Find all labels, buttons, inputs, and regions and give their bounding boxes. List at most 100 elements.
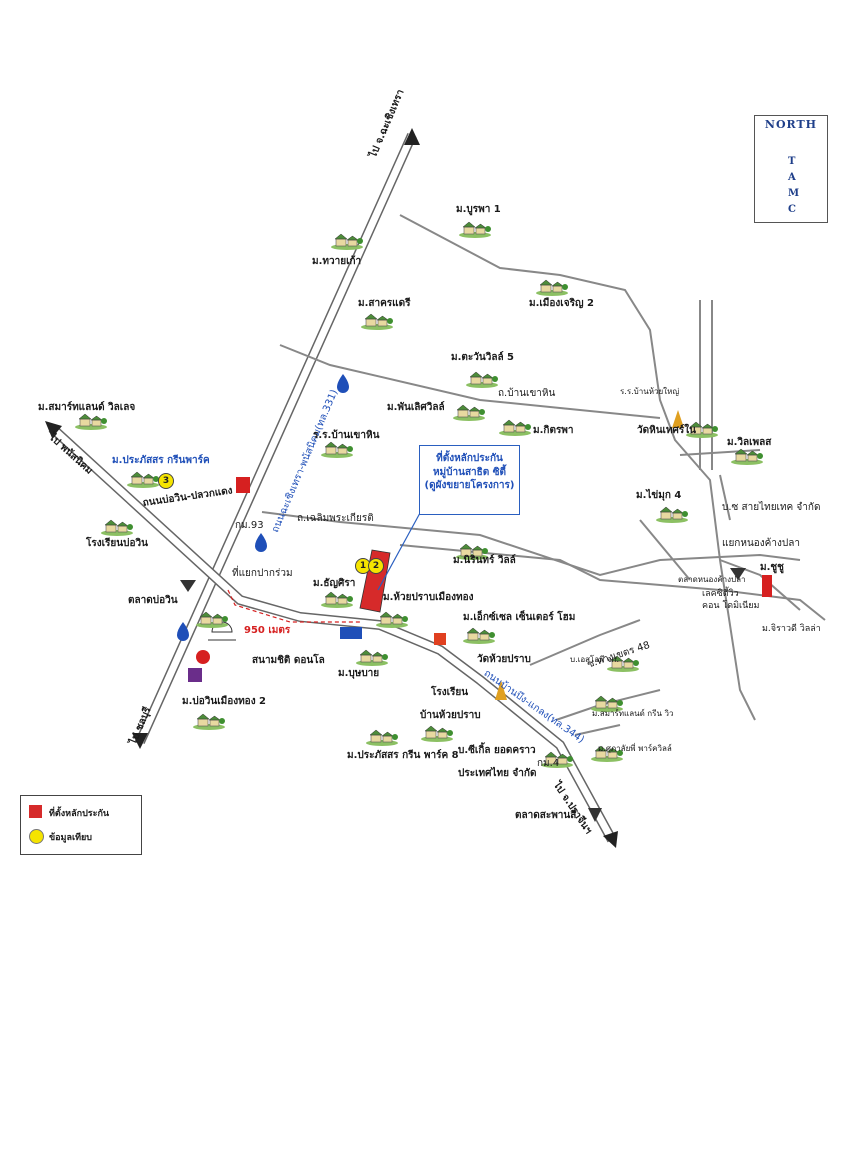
place-label: สนามชิติ ดอนโล xyxy=(252,655,325,666)
place-label: ม.บุษบาย xyxy=(338,668,380,679)
place-label: ประเทศไทย จำกัด xyxy=(458,768,537,779)
village-icon xyxy=(455,542,489,560)
place-label: ม.เมืองเจริญ 2 xyxy=(529,298,594,309)
road-label: ถ.บ้านเขาหิน xyxy=(498,388,556,399)
temple-icon xyxy=(672,410,684,428)
village-icon xyxy=(590,744,624,762)
place-label: วัดห้วยปราบ xyxy=(477,654,531,665)
place-label: ตลาดหนองค้างปลา xyxy=(678,575,746,584)
village-icon xyxy=(655,505,689,523)
village-icon xyxy=(330,232,364,250)
place-label: บ้านห้วยปราบ xyxy=(420,710,481,721)
distance-label: 950 เมตร xyxy=(244,625,291,636)
road-label: ถ.เฉลิมพระเกียรติ xyxy=(297,513,374,524)
place-label: วัดหินเทศร์ใน xyxy=(637,425,696,436)
info-marker: 1 xyxy=(355,558,371,574)
place-label: บ.ซ สายไทยเทค จำกัด xyxy=(722,502,821,513)
village-icon xyxy=(126,470,160,488)
callout-line: (ดูผังขยายโครงการ) xyxy=(424,480,515,491)
north-title: NORTH xyxy=(764,118,818,131)
north-letter: C xyxy=(788,204,796,215)
place-label: ร.ร.บ้านเขาหิน xyxy=(313,430,380,441)
village-icon xyxy=(320,590,354,608)
place-label: เลคซิตี้วิว xyxy=(702,589,739,599)
place-label: บ.เอสโอพี จก. xyxy=(570,655,620,664)
distance-line xyxy=(227,589,360,623)
tollgate-icon xyxy=(208,621,236,641)
legend-collateral-swatch xyxy=(29,805,42,818)
bank-icon xyxy=(236,477,250,493)
village-icon xyxy=(452,403,486,421)
place-label: ม.พันเลิศวิลล์ xyxy=(387,402,445,413)
place-label: โรงเรียน xyxy=(431,687,469,698)
market-icon xyxy=(730,568,746,580)
south-highway-arrowhead xyxy=(132,733,148,749)
place-label: โรงเรียนบ่อวิน xyxy=(86,538,148,549)
north-highway-arrowhead xyxy=(404,128,420,145)
place-label: ตลาดสะพานสี่ xyxy=(515,810,577,821)
place-label: ม.สมาร์ทแลนด์ กรีน วิว xyxy=(592,709,674,718)
callout-line: ที่ตั้งหลักประกัน xyxy=(436,453,503,464)
village-icon xyxy=(535,278,569,296)
north-letter: T xyxy=(788,156,796,167)
legend-info-label: ข้อมูลเทียบ xyxy=(49,833,93,843)
place-label: ม.วิลเพลส xyxy=(727,437,772,448)
place-label: ม.ประภัสสร กรีน พาร์ค 8 xyxy=(347,750,459,761)
callout-leader xyxy=(377,512,421,591)
place-label: ม.ศุภาลัยพี่ พาร์ควิลล์ xyxy=(598,744,672,753)
lotus-icon xyxy=(340,627,362,639)
place-label: ม.ตะวันวิลล์ 5 xyxy=(451,352,515,363)
village-icon xyxy=(458,220,492,238)
fuel-icon xyxy=(177,622,189,641)
village-icon xyxy=(375,610,409,628)
west-road-arrowhead xyxy=(45,421,62,438)
place-label: ม.ไข่มุก 4 xyxy=(636,490,682,501)
village-icon xyxy=(195,610,229,628)
village-icon xyxy=(74,412,108,430)
place-label: ม.จิราวดี วิลล่า xyxy=(762,624,821,634)
place-label: ม.เอ็กซ์เซล เซ็นเตอร์ โฮม xyxy=(463,612,576,623)
temple-icon xyxy=(495,680,507,700)
info-marker: 2 xyxy=(368,558,384,574)
place-label: คอน โดมิเนียม xyxy=(702,601,760,611)
southeast-road-arrowhead xyxy=(603,831,618,848)
7eleven-icon xyxy=(434,633,446,645)
village-icon xyxy=(465,370,499,388)
village-icon xyxy=(420,724,454,742)
highway-331 xyxy=(135,132,417,745)
village-icon xyxy=(192,712,226,730)
km-label: กม.4 xyxy=(537,758,560,769)
place-label: ม.ชูชู xyxy=(760,562,784,573)
village-icon xyxy=(730,447,764,465)
village-icon xyxy=(365,728,399,746)
bowin-road xyxy=(48,424,617,843)
collateral-callout: ที่ตั้งหลักประกัน หมู่บ้านสาธิต ซิตี้ (ด… xyxy=(419,445,520,515)
place-label: ม.สมาร์ทแลนด์ วิลเลจ xyxy=(38,402,136,413)
north-letter: A xyxy=(788,172,796,183)
village-icon xyxy=(320,440,354,458)
legend-info-swatch xyxy=(29,829,44,844)
place-label: ม.ประภัสสร กรีนพาร์ค xyxy=(112,455,210,466)
fuel-icon xyxy=(255,533,267,552)
road-label: ร.ร.บ้านห้วยใหญ่ xyxy=(620,387,680,396)
place-label: บ.ซีเกิ้ล ยอดคราว xyxy=(458,745,536,756)
place-label: ม.นิรินทร์ วิลล์ xyxy=(453,555,516,566)
north-compass: NORTH T A M C xyxy=(754,115,828,223)
shell-icon xyxy=(196,650,210,664)
place-label: ม.กิตรพา xyxy=(533,425,574,436)
village-icon xyxy=(100,518,134,536)
km-label: กม.93 xyxy=(235,520,264,531)
place-label: แยกหนองค้างปลา xyxy=(722,538,800,549)
info-marker: 3 xyxy=(158,473,174,489)
place-label: ม.ห้วยปราบเมืองทอง xyxy=(383,592,474,603)
place-label: ตลาดบ่อวิน xyxy=(128,595,178,606)
village-icon xyxy=(498,418,532,436)
place-label: ม.ธัญศิรา xyxy=(313,578,356,589)
place-label: ม.สาครแดรี xyxy=(358,298,411,309)
north-letter: M xyxy=(788,188,800,199)
village-icon xyxy=(355,648,389,666)
callout-line: หมู่บ้านสาธิต ซิตี้ xyxy=(432,466,507,478)
local-roads xyxy=(261,214,826,736)
